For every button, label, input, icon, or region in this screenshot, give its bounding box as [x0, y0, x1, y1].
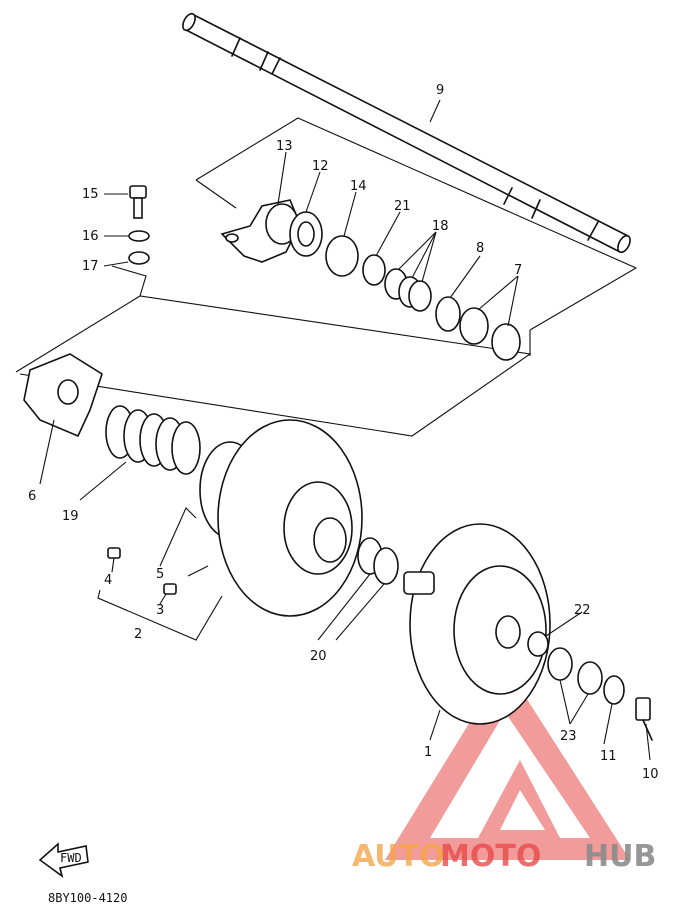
lower-group-frame — [15, 265, 532, 437]
shaft-part-9 — [182, 12, 631, 254]
callout-9: 9 — [436, 83, 444, 98]
callout-12: 12 — [312, 159, 329, 174]
callout-17: 17 — [82, 259, 99, 274]
circlip-part-8 — [435, 296, 461, 332]
shims-part-18 — [384, 268, 432, 312]
callout-7: 7 — [514, 263, 522, 278]
fixed-sheave-part-1 — [403, 523, 551, 725]
bearing-housing-part-13 — [220, 199, 301, 263]
leader-lines — [39, 151, 651, 761]
washers-part-7 — [459, 307, 521, 361]
callout-23: 23 — [560, 729, 577, 744]
upper-group-frame — [195, 117, 638, 356]
movable-sheave-part-2 — [199, 419, 363, 617]
fwd-label: FWD — [60, 851, 82, 865]
spring-part-19 — [105, 405, 201, 475]
callout-16: 16 — [82, 229, 99, 244]
circlip-part-14 — [325, 235, 359, 277]
screw-part-4 — [107, 547, 121, 559]
callout-8: 8 — [476, 241, 484, 256]
watermark-part-b: MOTO — [440, 839, 541, 874]
cam-part-6 — [23, 353, 103, 438]
diagram-code: 8BY100-4120 — [48, 891, 127, 905]
callout-6: 6 — [28, 489, 36, 504]
nut-part-17 — [128, 251, 150, 265]
fwd-arrow-icon: FWD — [38, 842, 89, 878]
collar-part-22 — [527, 631, 549, 657]
callout-2: 2 — [134, 627, 142, 642]
watermark-text: AUTO MOTO HUB — [352, 839, 656, 874]
watermark-part-c: HUB — [584, 839, 656, 874]
bearing-part-12 — [289, 211, 323, 257]
washer-part-11 — [603, 675, 625, 705]
callout-3: 3 — [156, 603, 164, 618]
watermark-logo-icon — [385, 665, 630, 860]
callout-18: 18 — [432, 219, 449, 234]
bolt-part-10 — [635, 697, 653, 741]
callout-15: 15 — [82, 187, 99, 202]
screw-part-3 — [163, 583, 177, 595]
washer-part-16 — [128, 230, 150, 242]
callout-13: 13 — [276, 139, 293, 154]
watermark-part-a: AUTO — [352, 839, 445, 874]
callout-14: 14 — [350, 179, 367, 194]
washer-part-21 — [362, 254, 386, 286]
callout-1: 1 — [424, 745, 432, 760]
callout-5: 5 — [156, 567, 164, 582]
callout-11: 11 — [600, 749, 617, 764]
bolt-part-15 — [129, 185, 147, 219]
callout-labels: 9 13 12 14 21 18 8 7 15 16 17 6 19 4 5 3… — [28, 83, 659, 782]
washers-part-20 — [357, 537, 399, 585]
callout-20: 20 — [310, 649, 327, 664]
washers-part-23 — [547, 647, 603, 695]
callout-21: 21 — [394, 199, 411, 214]
callout-19: 19 — [62, 509, 79, 524]
callout-4: 4 — [104, 573, 112, 588]
callout-22: 22 — [574, 603, 591, 618]
callout-10: 10 — [642, 767, 659, 782]
